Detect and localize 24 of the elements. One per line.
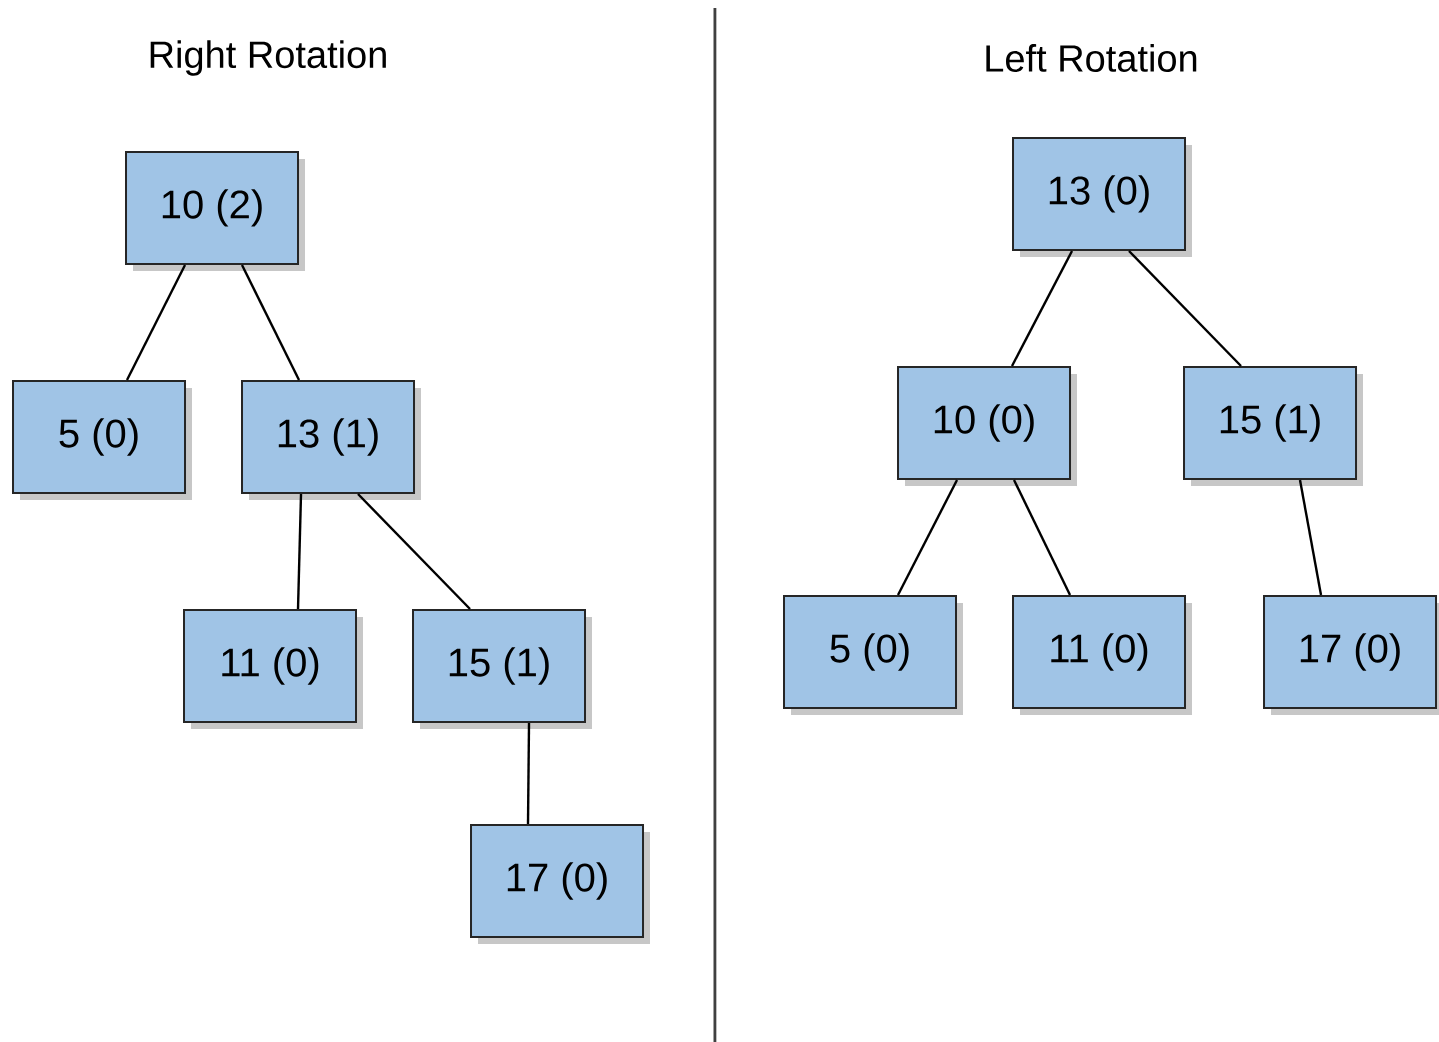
tree-edge — [1128, 250, 1242, 367]
tree-edge — [357, 493, 471, 610]
tree-node-box: 11 (0) — [183, 609, 363, 729]
tree-edge — [296, 493, 303, 610]
tree-node-box: 15 (1) — [412, 609, 592, 729]
tree-edge — [896, 479, 959, 596]
tree-edge — [125, 264, 187, 381]
tree-edge — [1298, 479, 1323, 596]
tree-node-box: 5 (0) — [12, 380, 192, 500]
tree-node-box: 10 (2) — [125, 151, 305, 271]
tree-edge — [1010, 250, 1074, 367]
tree-node-box: 17 (0) — [1263, 595, 1439, 715]
tree-edge — [526, 722, 531, 824]
tree-node-box: 5 (0) — [783, 595, 963, 715]
tree-edge — [1012, 479, 1072, 596]
tree-node-box: 13 (1) — [241, 380, 421, 500]
tree-node-box: 10 (0) — [897, 366, 1077, 486]
tree-node-box: 17 (0) — [470, 824, 650, 944]
panel-heading: Left Rotation — [986, 44, 1197, 72]
tree-node-box: 15 (1) — [1183, 366, 1363, 486]
panel-heading: Right Rotation — [150, 40, 386, 76]
tree-node-box: 11 (0) — [1012, 595, 1192, 715]
tree-node-box: 13 (0) — [1012, 137, 1192, 257]
tree-edge — [240, 264, 301, 381]
